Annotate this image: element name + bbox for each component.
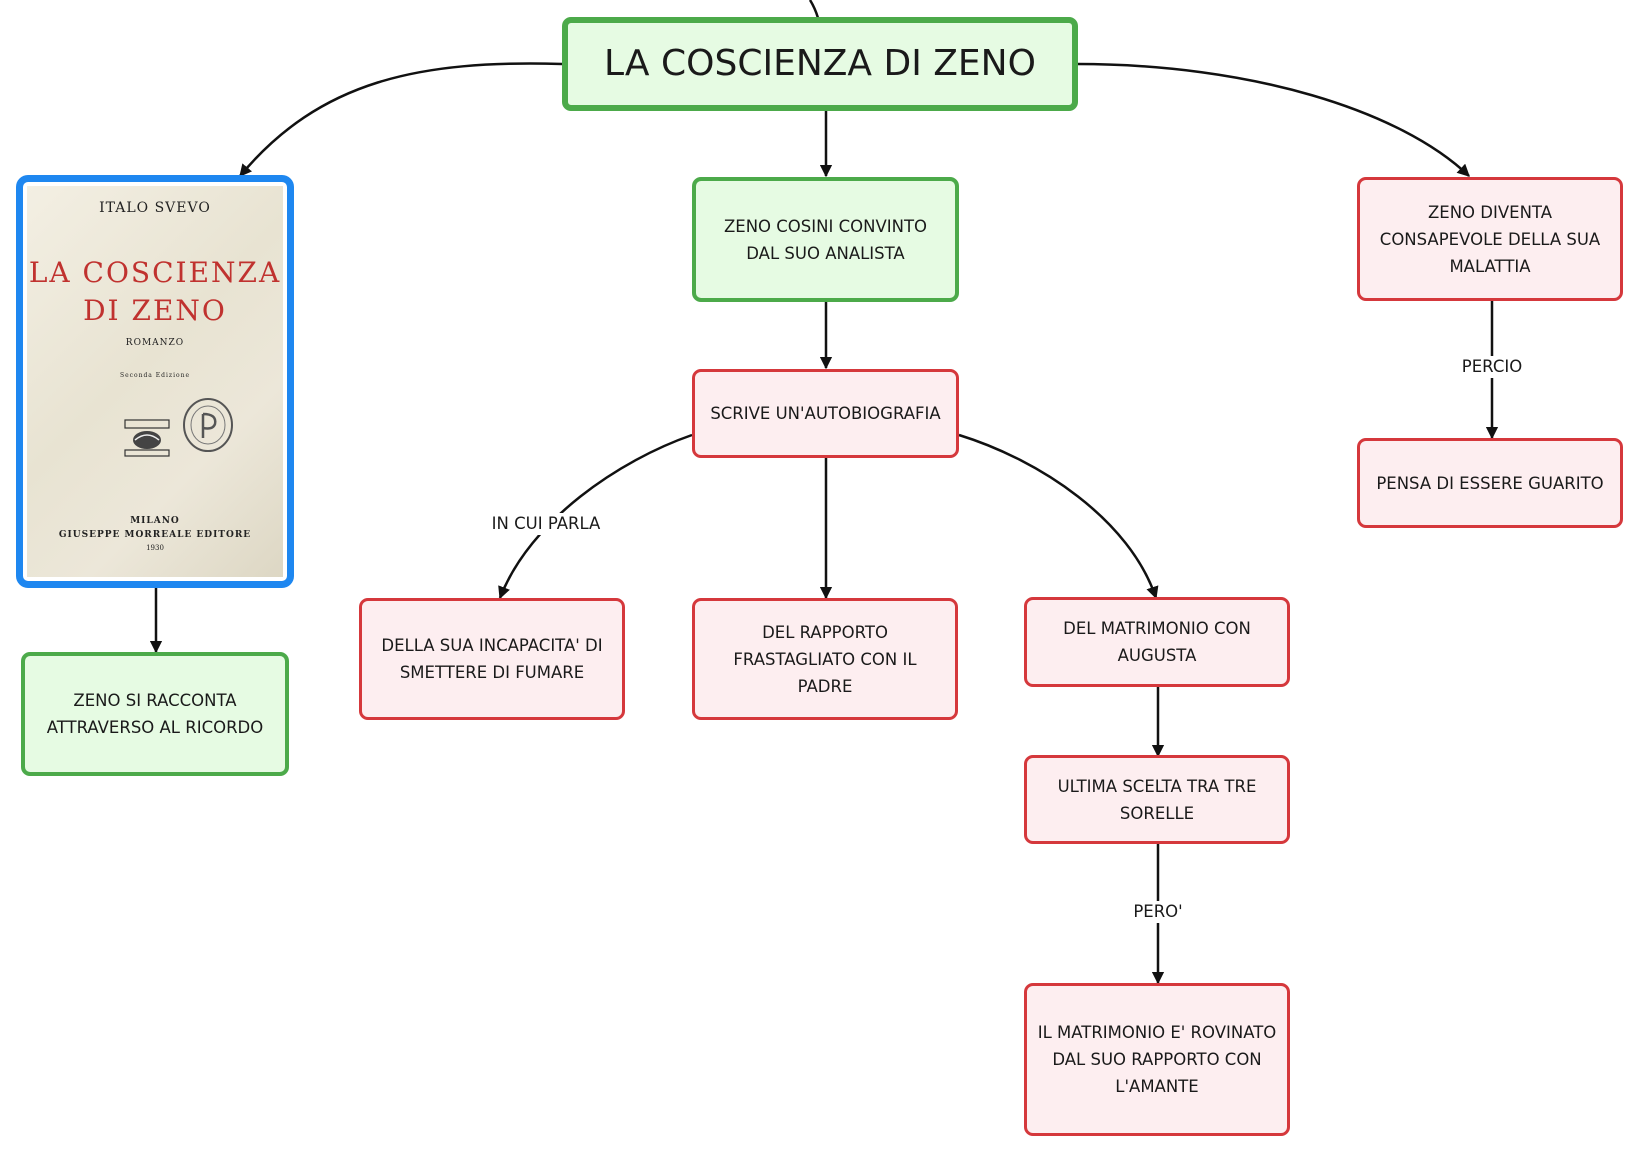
node-convinto[interactable]: ZENO COSINI CONVINTO DAL SUO ANALISTA	[692, 177, 959, 302]
book-title-line1: LA COSCIENZA	[28, 256, 282, 289]
edge-root-to-consapevole	[1076, 62, 1470, 177]
node-fumare-text: DELLA SUA INCAPACITA' DI SMETTERE DI FUM…	[381, 636, 603, 682]
node-padre[interactable]: DEL RAPPORTO FRASTAGLIATO CON IL PADRE	[692, 598, 958, 720]
edge-autobiografia-to-matrimonio	[958, 433, 1159, 600]
book-genre: ROMANZO	[125, 338, 185, 348]
root-title: LA COSCIENZA DI ZENO	[604, 43, 1036, 84]
node-scelta[interactable]: ULTIMA SCELTA TRA TRE SORELLE	[1024, 755, 1290, 844]
node-padre-text: DEL RAPPORTO FRASTAGLIATO CON IL PADRE	[733, 622, 917, 696]
node-autobiografia[interactable]: SCRIVE UN'AUTOBIOGRAFIA	[692, 369, 959, 458]
book-author: ITALO SVEVO	[99, 200, 211, 216]
book-city: MILANO	[130, 516, 180, 526]
node-guarito[interactable]: PENSA DI ESSERE GUARITO	[1357, 438, 1623, 528]
node-consapevole[interactable]: ZENO DIVENTA CONSAPEVOLE DELLA SUA MALAT…	[1357, 177, 1623, 301]
node-scelta-text: ULTIMA SCELTA TRA TRE SORELLE	[1057, 776, 1257, 823]
node-rovinato[interactable]: IL MATRIMONIO E' ROVINATO DAL SUO RAPPOR…	[1024, 983, 1290, 1136]
node-autobiografia-text: SCRIVE UN'AUTOBIOGRAFIA	[710, 404, 941, 423]
edge-label-pero: PERO'	[1131, 901, 1185, 923]
edge-label-percio: PERCIO	[1459, 356, 1525, 378]
node-racconta-text: ZENO SI RACCONTA ATTRAVERSO AL RICORDO	[46, 691, 264, 737]
node-matrimonio-text: DEL MATRIMONIO CON AUGUSTA	[1063, 619, 1251, 665]
node-convinto-text: ZENO COSINI CONVINTO DAL SUO ANALISTA	[723, 216, 928, 263]
publisher-emblem-icon	[124, 419, 170, 457]
book-title-line2: DI ZENO	[83, 294, 227, 327]
book-publisher: GIUSEPPE MORREALE EDITORE	[58, 530, 252, 540]
node-fumare[interactable]: DELLA SUA INCAPACITA' DI SMETTERE DI FUM…	[359, 598, 625, 720]
book-cover: ITALO SVEVO LA COSCIENZA DI ZENO ROMANZO…	[27, 186, 283, 577]
node-rovinato-text: IL MATRIMONIO E' ROVINATO DAL SUO RAPPOR…	[1037, 1023, 1277, 1096]
node-consapevole-text: ZENO DIVENTA CONSAPEVOLE DELLA SUA MALAT…	[1379, 202, 1601, 276]
book-edition: Seconda Edizione	[119, 372, 191, 379]
book-cover-image-node[interactable]: ITALO SVEVO LA COSCIENZA DI ZENO ROMANZO…	[16, 175, 294, 588]
book-year: 1930	[146, 544, 164, 552]
edge-parent-to-root	[808, 0, 820, 19]
node-guarito-text: PENSA DI ESSERE GUARITO	[1376, 473, 1604, 493]
edge-label-in-cui-parla: IN CUI PARLA	[489, 513, 603, 535]
library-stamp-icon	[183, 398, 233, 452]
node-racconta[interactable]: ZENO SI RACCONTA ATTRAVERSO AL RICORDO	[21, 652, 289, 776]
node-matrimonio[interactable]: DEL MATRIMONIO CON AUGUSTA	[1024, 597, 1290, 687]
edge-root-to-book	[239, 62, 563, 177]
root-node[interactable]: LA COSCIENZA DI ZENO	[562, 17, 1078, 111]
edge-autobiografia-to-fumare	[498, 433, 693, 600]
